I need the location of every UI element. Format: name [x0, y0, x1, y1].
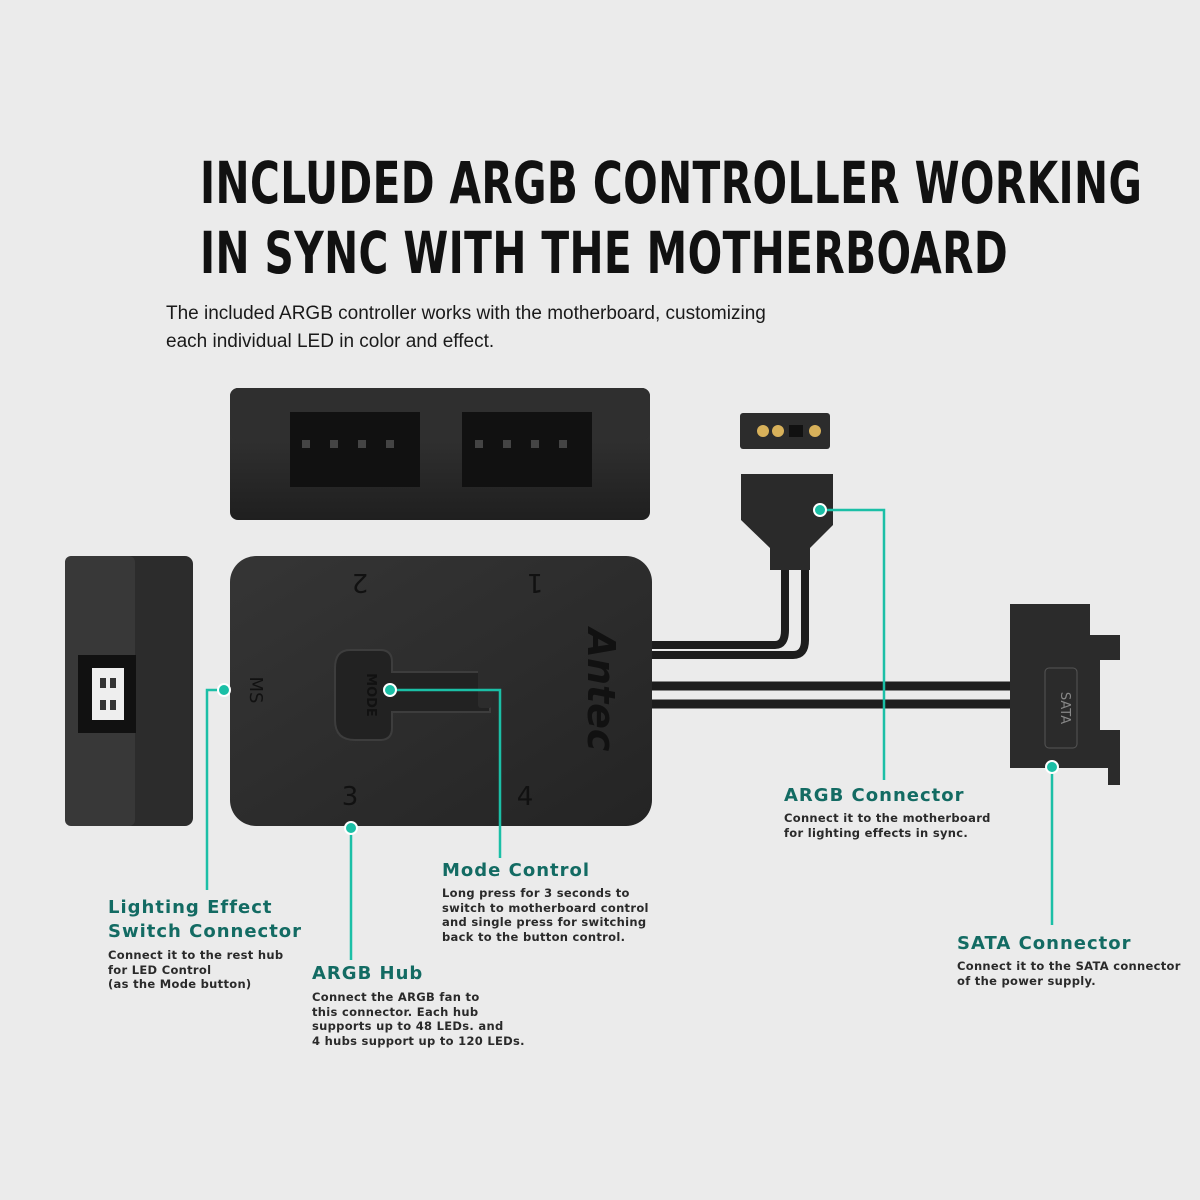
marker-sata [1045, 760, 1059, 774]
argb-connector-desc: Connect it to the motherboard for lighti… [784, 811, 991, 840]
page-subtitle: The included ARGB controller works with … [166, 300, 866, 356]
mode-control-title: Mode Control [442, 860, 591, 881]
port-label-4: 4 [517, 782, 534, 812]
argb-connector-title: ARGB Connector [784, 785, 965, 806]
mode-control-desc: Long press for 3 seconds to switch to mo… [442, 886, 649, 944]
marker-ms [217, 683, 231, 697]
brand-logo: Antec [579, 626, 623, 752]
sata-connector-desc: Connect it to the SATA connector of the … [957, 959, 1181, 988]
subtitle-text: The included ARGB controller works with … [166, 303, 766, 352]
port-label-1: 1 [527, 567, 544, 597]
sata-plug: SATA [1010, 604, 1120, 785]
marker-argb-connector [813, 503, 827, 517]
argb-hub-title: ARGB Hub [312, 963, 424, 984]
port-label-3: 3 [342, 782, 359, 812]
marker-argb-hub [344, 821, 358, 835]
lighting-effect-title-1: Lighting Effect [108, 897, 273, 918]
port-label-2: 2 [352, 567, 369, 597]
lighting-effect-title-2: Switch Connector [108, 921, 303, 942]
argb-plug [740, 413, 833, 570]
title-line-2: IN SYNC WITH THE MOTHERBOARD [200, 219, 1009, 287]
lighting-effect-desc: Connect it to the rest hub for LED Contr… [108, 948, 284, 991]
ms-port-label: MS [245, 677, 266, 704]
cables [645, 566, 1015, 709]
mode-button-label: MODE [363, 673, 378, 717]
callout-markers [217, 503, 1059, 835]
marker-mode [383, 683, 397, 697]
argb-hub-desc: Connect the ARGB fan to this connector. … [312, 990, 525, 1048]
hub-top-view [230, 388, 650, 520]
hub-side-view [65, 556, 193, 826]
sata-connector-title: SATA Connector [957, 933, 1132, 954]
sata-plug-label: SATA [1057, 692, 1072, 724]
